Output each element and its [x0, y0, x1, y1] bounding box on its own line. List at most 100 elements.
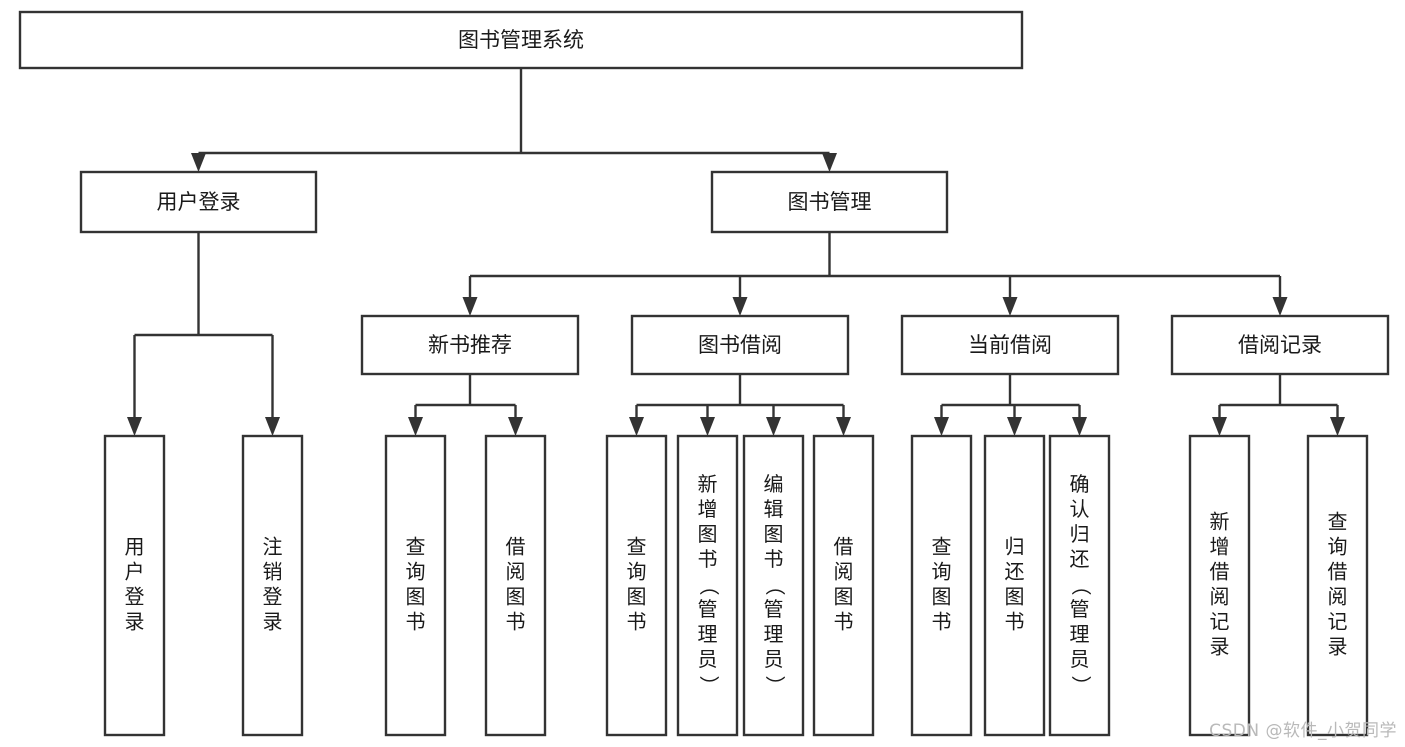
node-leaf-2-char: 图: [406, 585, 426, 609]
node-leaf-2-char: 查: [406, 535, 426, 559]
arrow-head-icon: [191, 153, 206, 172]
node-leaf-10-char: 归: [1070, 522, 1090, 546]
node-level3-1-rect: [630, 314, 850, 376]
node-leaf-11-rect: [1188, 434, 1251, 737]
node-leaf-11-char: 录: [1210, 635, 1230, 659]
node-leaf-12-char: 记: [1328, 610, 1348, 634]
node-leaf-0-rect: [103, 434, 166, 737]
arrow-head-icon: [700, 417, 715, 436]
arrow-head-icon: [836, 417, 851, 436]
node-leaf-0-char: 用: [125, 535, 145, 559]
node-leaf-2-rect: [384, 434, 447, 737]
node-level3-2-rect: [900, 314, 1120, 376]
arrow-head-icon: [462, 297, 478, 316]
node-leaf-12-char: 查: [1328, 510, 1348, 534]
node-leaf-4-rect: [605, 434, 668, 737]
node-level3-2[interactable]: 当前借阅: [900, 314, 1120, 376]
node-level2-0[interactable]: 用户登录: [79, 170, 318, 234]
node-level3-0-label: 新书推荐: [428, 333, 512, 357]
node-leaf-6-rect: [742, 434, 805, 737]
node-leaf-10-char: 管: [1070, 597, 1090, 621]
node-leaf-6-char: 员: [764, 647, 784, 671]
node-leaf-10-char: 还: [1070, 547, 1090, 571]
node-leaf-4-char: 询: [627, 560, 647, 584]
node-level2-1[interactable]: 图书管理: [710, 170, 949, 234]
node-leaf-11-char: 借: [1210, 560, 1230, 584]
arrow-head-icon: [732, 297, 748, 316]
node-leaf-1-char: 登: [263, 585, 283, 609]
node-leaf-8-rect: [910, 434, 973, 737]
node-leaf-0-char: 登: [125, 585, 145, 609]
node-leaf-10-char: ）: [1069, 676, 1093, 696]
node-leaf-5-char: 理: [698, 622, 718, 646]
node-leaf-12-char: 录: [1328, 635, 1348, 659]
node-leaf-6-char: 理: [764, 622, 784, 646]
node-level2-0-rect: [79, 170, 318, 234]
node-leaf-5-char: ）: [697, 676, 721, 696]
node-root-rect: [18, 10, 1024, 70]
node-leaf-3-char: 借: [506, 535, 526, 559]
node-leaf-3-char: 阅: [506, 560, 526, 584]
node-leaf-6-char: ）: [763, 676, 787, 696]
arrow-head-icon: [1272, 297, 1288, 316]
node-leaf-0-char: 录: [125, 610, 145, 634]
node-leaf-5-char: 图: [698, 522, 718, 546]
arrow-head-icon: [934, 417, 949, 436]
node-leaf-12-rect: [1306, 434, 1369, 737]
node-leaf-4-char: 书: [627, 610, 647, 634]
arrow-head-icon: [766, 417, 781, 436]
arrow-head-icon: [822, 153, 837, 172]
node-level3-1[interactable]: 图书借阅: [630, 314, 850, 376]
node-leaf-7-char: 图: [834, 585, 854, 609]
node-level3-0[interactable]: 新书推荐: [360, 314, 580, 376]
node-level3-3[interactable]: 借阅记录: [1170, 314, 1390, 376]
node-leaf-8-char: 图: [932, 585, 952, 609]
arrow-head-icon: [127, 417, 142, 436]
node-leaf-9-char: 还: [1005, 560, 1025, 584]
node-leaf-6-char: 图: [764, 522, 784, 546]
node-leaf-5-rect: [676, 434, 739, 737]
node-leaf-11-char: 阅: [1210, 585, 1230, 609]
node-leaf-6-char: 辑: [764, 497, 784, 521]
node-leaf-0[interactable]: 用户登录: [103, 434, 166, 737]
arrow-head-icon: [1212, 417, 1227, 436]
node-leaf-4-char: 查: [627, 535, 647, 559]
arrow-head-icon: [408, 417, 423, 436]
node-leaf-9-char: 图: [1005, 585, 1025, 609]
node-level3-3-label: 借阅记录: [1238, 333, 1322, 357]
arrow-head-icon: [1330, 417, 1345, 436]
node-leaf-5-char: 新: [698, 472, 718, 496]
node-leaf-7-char: 阅: [834, 560, 854, 584]
node-leaf-10-char: 理: [1070, 622, 1090, 646]
node-root[interactable]: 图书管理系统: [18, 10, 1024, 70]
node-leaf-1-char: 销: [263, 560, 283, 584]
arrow-head-icon: [1007, 417, 1022, 436]
node-leaf-11-char: 记: [1210, 610, 1230, 634]
arrow-head-icon: [1002, 297, 1018, 316]
node-leaf-7-rect: [812, 434, 875, 737]
node-leaf-11-char: 新: [1210, 510, 1230, 534]
node-leaf-5-char: 员: [698, 647, 718, 671]
node-leaf-6-char: 编: [764, 472, 784, 496]
node-leaf-6-char: 管: [764, 597, 784, 621]
node-leaf-11-char: 增: [1210, 535, 1230, 559]
node-leaf-1-char: 录: [263, 610, 283, 634]
node-leaf-12-char: 询: [1328, 535, 1348, 559]
node-leaf-5-char: 书: [698, 547, 718, 571]
node-leaf-9-rect: [983, 434, 1046, 737]
node-leaf-5-char: 增: [698, 497, 718, 521]
